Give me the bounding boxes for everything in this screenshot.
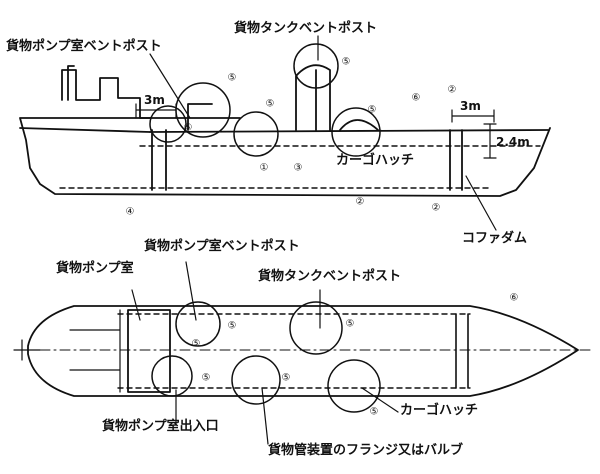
leader-pump-room bbox=[131, 289, 141, 321]
zone-number: ② bbox=[356, 197, 365, 208]
zone-circle bbox=[289, 301, 343, 355]
pump-room-vent-post bbox=[187, 103, 213, 131]
zone-circle bbox=[151, 355, 193, 397]
zone-number: ④ bbox=[126, 207, 135, 218]
zone-circle bbox=[327, 359, 381, 413]
zone-circle bbox=[149, 105, 187, 143]
leader-plan-pump-vent bbox=[185, 261, 197, 321]
funnel bbox=[67, 65, 75, 101]
zone-number: ⑤ bbox=[368, 105, 377, 116]
zone-circle bbox=[331, 107, 381, 157]
zone-number: ⑤ bbox=[202, 373, 211, 384]
deck-line-aft bbox=[19, 127, 151, 133]
label-side-pump-room-vent-post: 貨物ポンプ室ベントポスト bbox=[6, 39, 162, 54]
dim-line-aft bbox=[135, 103, 177, 119]
zone-circle bbox=[293, 43, 339, 89]
leader-plan-hatch bbox=[361, 387, 399, 413]
zone-number: ⑤ bbox=[184, 123, 193, 134]
zone-number: ⑤ bbox=[192, 339, 201, 350]
zone-circle bbox=[175, 301, 221, 347]
zone-circle bbox=[231, 355, 281, 405]
label-plan-pump-room: 貨物ポンプ室 bbox=[56, 261, 134, 276]
zone-number: ① bbox=[260, 163, 269, 174]
label-side-cargo-hatch: カーゴハッチ bbox=[336, 153, 415, 168]
plan-leader-lines bbox=[131, 261, 399, 445]
plan-stern-detail bbox=[13, 339, 41, 361]
zone-number: ⑥ bbox=[510, 293, 519, 304]
zone-number: ⑤ bbox=[342, 57, 351, 68]
zone-number: ⑤ bbox=[370, 407, 379, 418]
zone-circle bbox=[233, 111, 279, 157]
zone-number: ⑤ bbox=[228, 73, 237, 84]
zone-number: ② bbox=[432, 203, 441, 214]
side-view-drawing bbox=[19, 64, 551, 197]
plan-zone-numbers: ⑤ ⑤ ⑤ ⑤ ⑤ ⑤ ⑥ bbox=[192, 293, 519, 418]
label-side-tank-vent-post: 貨物タンクベントポスト bbox=[234, 21, 378, 36]
plan-view-drawing bbox=[13, 305, 591, 397]
zone-number: ② bbox=[448, 85, 457, 96]
zone-number: ⑤ bbox=[282, 373, 291, 384]
label-plan-tank-vent-post: 貨物タンクベントポスト bbox=[258, 269, 402, 284]
dim-label-aft: 3m bbox=[144, 93, 165, 107]
superstructure bbox=[61, 69, 241, 119]
cofferdam-bulkhead bbox=[449, 129, 463, 191]
hull-outline bbox=[19, 117, 551, 197]
dim-line-fore bbox=[451, 109, 495, 123]
leader-cofferdam bbox=[465, 175, 497, 231]
pump-room-bulkhead bbox=[151, 129, 167, 191]
cargo-tank-vent-post bbox=[295, 64, 331, 131]
dim-line-height bbox=[483, 123, 497, 159]
upper-deck bbox=[149, 129, 549, 133]
zone-number: ⑤ bbox=[228, 321, 237, 332]
plan-zone-circles bbox=[151, 301, 381, 413]
leader-plan-flange bbox=[261, 387, 269, 445]
cargo-hatch-dome bbox=[339, 119, 379, 131]
label-plan-pump-room-vent-post: 貨物ポンプ室ベントポスト bbox=[144, 239, 300, 254]
label-plan-pump-room-entrance: 貨物ポンプ室出入口 bbox=[102, 419, 219, 434]
zone-number: ⑥ bbox=[412, 93, 421, 104]
plan-hull-outline bbox=[27, 305, 579, 397]
side-dimensions bbox=[135, 103, 497, 159]
label-plan-cargo-hatch: カーゴハッチ bbox=[400, 403, 479, 418]
label-plan-flange-or-valve: 貨物管装置のフランジ又はバルブ bbox=[268, 443, 464, 458]
zone-number: ③ bbox=[294, 163, 303, 174]
dim-label-height: 2.4m bbox=[496, 135, 530, 149]
side-zone-numbers: ⑤ ⑤ ⑤ ⑤ ⑤ ⑥ ② ① ③ ④ ② ② bbox=[126, 57, 457, 218]
zone-number: ⑤ bbox=[346, 319, 355, 330]
label-cofferdam: コファダム bbox=[462, 231, 528, 246]
plan-cofferdam bbox=[455, 313, 469, 389]
dim-label-fore: 3m bbox=[460, 99, 481, 113]
leader-pump-vent bbox=[149, 53, 191, 119]
cargo-area-boundary bbox=[59, 145, 541, 189]
plan-engine-room bbox=[69, 309, 121, 393]
zone-number: ⑤ bbox=[266, 99, 275, 110]
plan-pump-room bbox=[127, 309, 171, 393]
